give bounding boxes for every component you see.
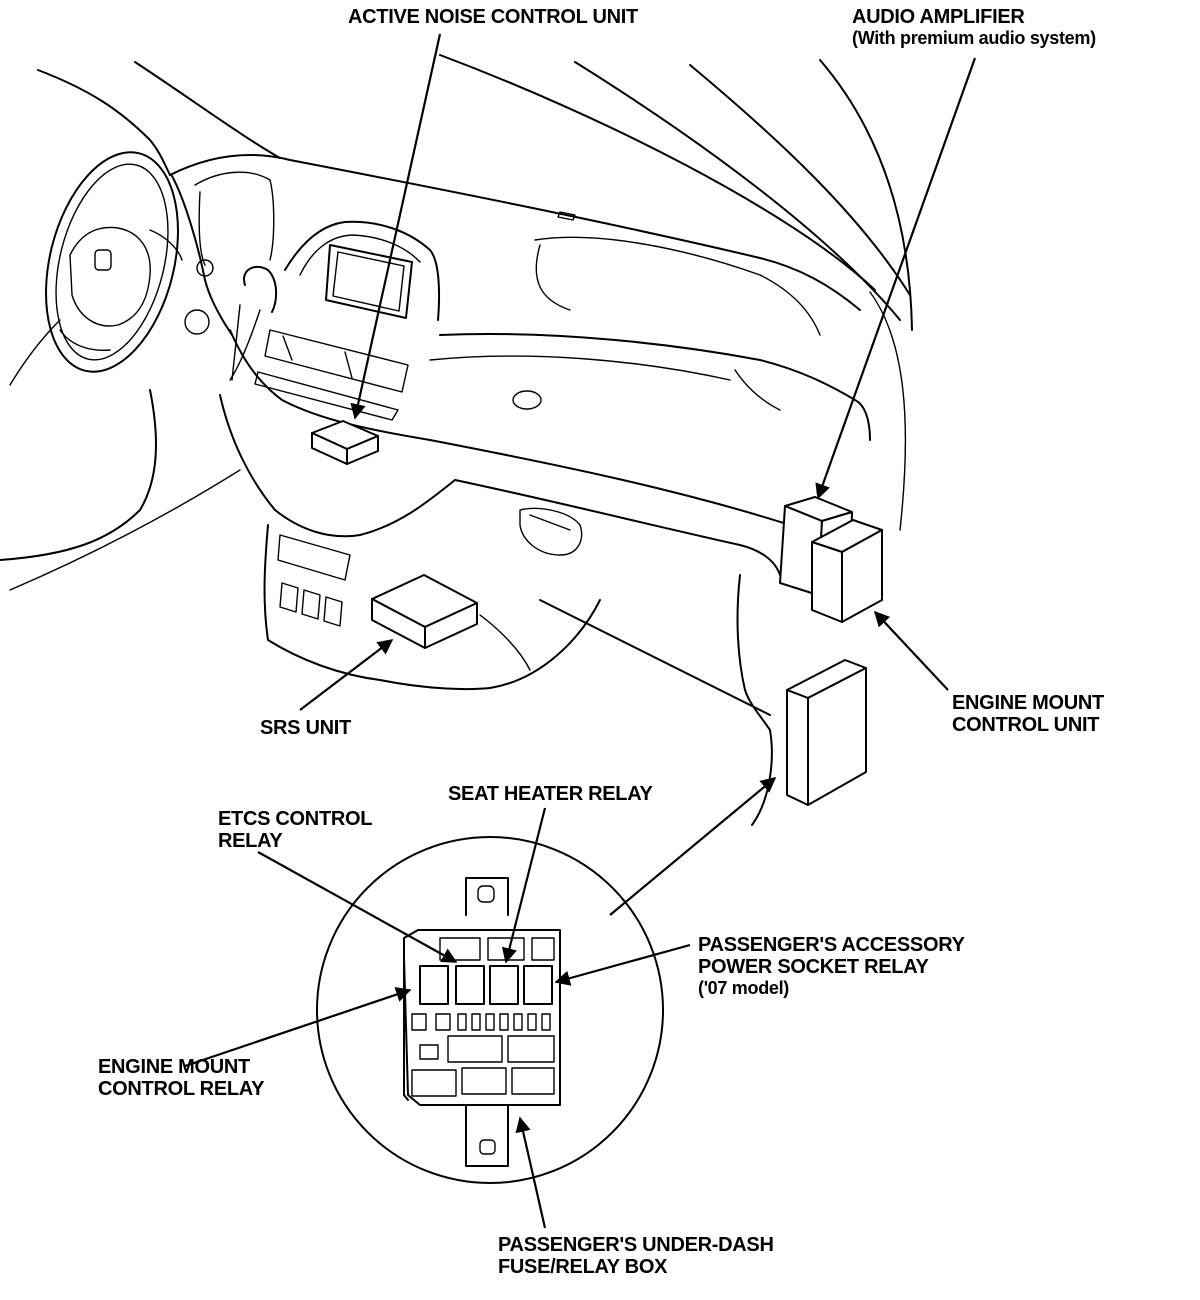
- engine-mount-control-unit: [811, 519, 883, 623]
- label-engine-mount-control-relay: ENGINE MOUNT CONTROL RELAY: [98, 1056, 265, 1100]
- dashboard-panel: [0, 154, 871, 826]
- magnified-fuse-box: [316, 836, 664, 1184]
- fuse-relay-box-module: [786, 659, 867, 806]
- label-seat-heater-relay: SEAT HEATER RELAY: [448, 783, 653, 805]
- leader-lines: [184, 33, 977, 1229]
- label-active-noise-control-unit: ACTIVE NOISE CONTROL UNIT: [348, 6, 638, 28]
- label-srs-unit: SRS UNIT: [260, 717, 351, 739]
- label-engine-mount-control-unit: ENGINE MOUNT CONTROL UNIT: [952, 692, 1104, 736]
- label-under-dash-fuse-relay-box: PASSENGER'S UNDER-DASH FUSE/RELAY BOX: [498, 1234, 774, 1278]
- windshield-lines: [37, 54, 913, 531]
- srs-unit: [371, 574, 478, 649]
- label-etcs-control-relay: ETCS CONTROL RELAY: [218, 808, 373, 852]
- active-noise-control-unit: [311, 420, 379, 465]
- label-audio-amplifier: AUDIO AMPLIFIER (With premium audio syst…: [852, 6, 1096, 48]
- label-accessory-power-socket-relay: PASSENGER'S ACCESSORY POWER SOCKET RELAY…: [698, 934, 965, 998]
- steering-wheel: [45, 151, 183, 373]
